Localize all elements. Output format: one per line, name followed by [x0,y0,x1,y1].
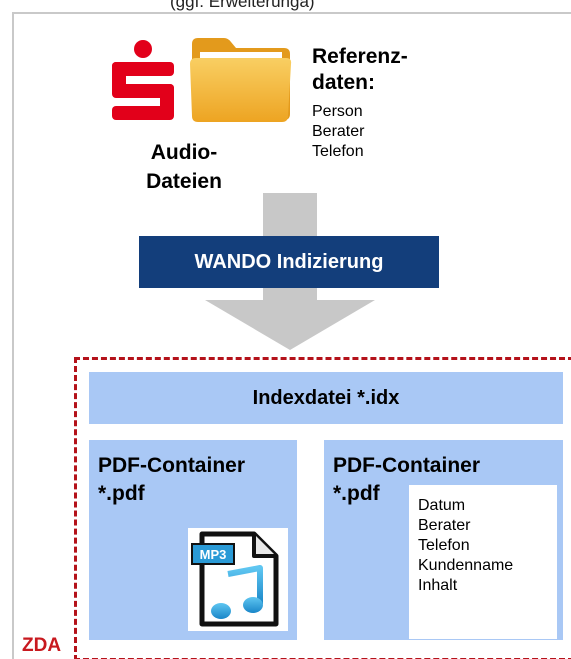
reference-item-person: Person [312,103,363,120]
reference-item-telefon: Telefon [312,143,364,160]
wando-indexing-box: WANDO Indizierung [139,236,439,288]
frame-top-line [12,12,571,14]
metadata-field-inhalt: Inhalt [418,577,458,594]
pdf-container-metadata: PDF-Container *.pdf Datum Berater Telefo… [324,440,563,640]
metadata-card: Datum Berater Telefon Kundenname Inhalt [409,485,557,639]
index-file-box: Indexdatei *.idx [89,372,563,424]
metadata-field-datum: Datum [418,497,466,514]
metadata-field-kundenname: Kundenname [418,557,514,574]
audio-files-label: Audio- Dateien [146,141,222,193]
metadata-field-berater: Berater [418,517,471,534]
sparkasse-logo-icon [112,40,174,120]
reference-data-list: Person Berater Telefon [312,102,364,162]
mp3-badge-text: MP3 [200,547,227,562]
pdf-container-audio: PDF-Container *.pdf MP3 [89,440,297,640]
pdf-container-title: PDF-Container *.pdf [333,454,480,505]
mp3-file-icon: MP3 [191,531,279,627]
pdf-container-title: PDF-Container *.pdf [98,454,245,505]
mp3-card: MP3 [188,528,288,631]
folder-icon [190,38,292,122]
zda-label: ZDA [22,635,62,656]
reference-data-title: Referenz- daten: [312,45,408,94]
metadata-field-telefon: Telefon [418,537,470,554]
cropped-header-text: (ggf. Erweiterungä) [170,0,315,11]
reference-item-berater: Berater [312,123,365,140]
frame-left-line [12,12,14,659]
